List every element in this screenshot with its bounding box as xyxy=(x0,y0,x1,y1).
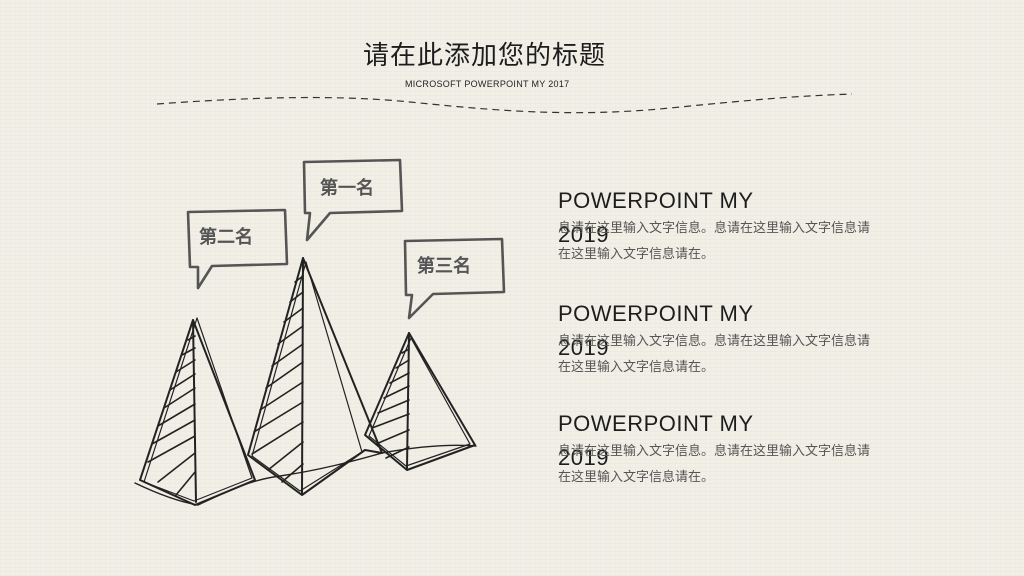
item-heading: POWERPOINT MY 2019 xyxy=(558,188,754,247)
bubble-label-second: 第二名 xyxy=(199,227,253,248)
mountain-right xyxy=(364,332,476,471)
bubble-label-third: 第三名 xyxy=(417,256,471,277)
bubble-label-first: 第一名 xyxy=(320,178,374,199)
item-heading: POWERPOINT MY 2019 xyxy=(558,411,754,470)
mountain-middle xyxy=(247,257,383,496)
item-body: 息请在这里输入文字信息。息请在这里输入文字信息请在这里输入文字信息请在。 xyxy=(558,444,871,485)
bubble-second xyxy=(186,208,289,290)
item-body: 息请在这里输入文字信息。息请在这里输入文字信息请在这里输入文字信息请在。 xyxy=(558,221,871,262)
mountain-chart-illustration xyxy=(134,158,506,506)
item-body: 息请在这里输入文字信息。息请在这里输入文字信息请在这里输入文字信息请在。 xyxy=(558,334,871,375)
bubble-third xyxy=(403,237,506,320)
slide-subtitle: MICROSOFT POWERPOINT MY 2017 xyxy=(405,79,570,89)
slide-title: 请在此添加您的标题 xyxy=(363,41,607,71)
mountain-left xyxy=(139,319,256,506)
bubble-first xyxy=(302,158,404,242)
item-heading: POWERPOINT MY 2019 xyxy=(558,301,754,360)
dashed-divider xyxy=(156,93,853,114)
